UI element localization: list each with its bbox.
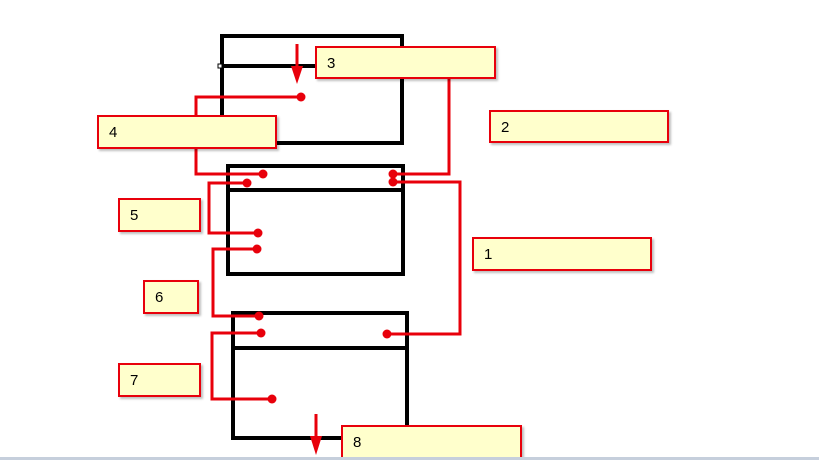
callout-3: 3 xyxy=(315,46,496,79)
callout-8: 8 xyxy=(341,425,522,459)
anchor-dot xyxy=(388,177,398,187)
connector-5 xyxy=(207,181,258,235)
anchor-dot xyxy=(258,169,268,179)
anchor-dot xyxy=(254,311,264,321)
callout-5: 5 xyxy=(118,198,201,232)
anchor-dot xyxy=(382,329,392,339)
anchor-dot xyxy=(242,178,252,188)
connector-6 xyxy=(211,247,259,318)
anchor-dot xyxy=(267,394,277,404)
callout-1: 1 xyxy=(472,237,652,271)
callout-4: 4 xyxy=(97,115,277,149)
callout-6: 6 xyxy=(143,280,199,314)
box-middle xyxy=(226,164,405,276)
connector-7 xyxy=(210,331,272,401)
connector-3 xyxy=(393,78,451,176)
arrowhead-icon xyxy=(310,436,322,455)
anchor-dot xyxy=(256,328,266,338)
arrowhead-icon xyxy=(291,66,303,84)
anchor-dot xyxy=(252,244,262,254)
anchor-dot xyxy=(253,228,263,238)
callout-7: 7 xyxy=(118,363,201,397)
anchor-dot xyxy=(388,169,398,179)
bottom-edge xyxy=(0,457,819,460)
selection-handle[interactable] xyxy=(217,63,223,69)
anchor-dot xyxy=(296,92,306,102)
box-top xyxy=(220,34,404,145)
callout-2: 2 xyxy=(489,110,669,143)
connector-1 xyxy=(387,180,462,336)
